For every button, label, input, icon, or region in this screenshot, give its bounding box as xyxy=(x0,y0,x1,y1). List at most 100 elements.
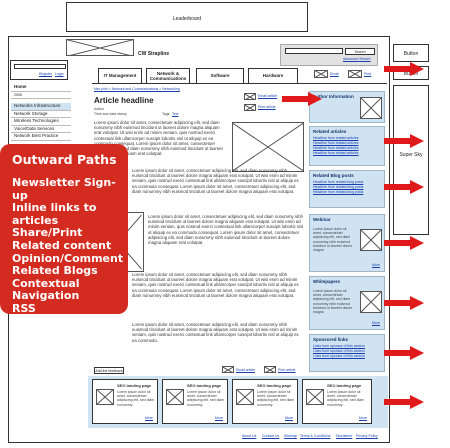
webinar-text: Lorem ipsum dolor sit amet, consectetuer… xyxy=(313,227,353,253)
seo-image xyxy=(166,389,184,405)
nav-date: 2005 xyxy=(11,92,71,99)
article-headline: Article headline xyxy=(94,96,154,105)
seo-image xyxy=(96,389,114,405)
related-blogs-title: Related Blog posts xyxy=(313,173,354,178)
arrow-right-icon xyxy=(384,134,424,148)
seo-text: Lorem ipsum dolor sit amet, consectetuer… xyxy=(257,390,295,407)
arrow-right-icon xyxy=(282,92,322,106)
nav-item-best-practice[interactable]: Network Best Practice xyxy=(11,133,71,141)
add-feedback-button[interactable]: Add the feedback xyxy=(94,367,124,374)
tags-link[interactable]: Text xyxy=(172,112,179,116)
blog-link[interactable]: Headline from related blog posts xyxy=(313,190,364,194)
email-article-link[interactable]: Email article xyxy=(258,94,278,98)
search-area: Search Advanced Search xyxy=(280,44,378,66)
callout-item: Share/Print xyxy=(12,226,83,240)
sponsored-link[interactable]: Links from sponsor of this section xyxy=(313,349,365,353)
tab-label: Hardware xyxy=(262,73,284,78)
login-input[interactable] xyxy=(14,64,66,69)
arrow-right-icon xyxy=(384,236,424,250)
tab-network[interactable]: Network & Communications xyxy=(146,68,190,83)
article-paragraph-5: Lorem ipsum dolor sit amet, consectetuer… xyxy=(132,322,299,343)
webinar-image xyxy=(360,229,382,251)
logo-placeholder xyxy=(66,39,134,56)
bottom-email-icon[interactable] xyxy=(222,366,234,373)
left-nav: Home 2005 Networks Infrastructure Networ… xyxy=(11,84,71,141)
webinar-title: Webinar xyxy=(313,217,331,222)
tab-hardware[interactable]: Hardware xyxy=(248,68,298,83)
seo-landing-3: SEO landing page Lorem ipsum dolor sit a… xyxy=(232,379,298,424)
arrow-right-icon xyxy=(384,62,424,76)
callout-item: Contextual Navigation xyxy=(12,276,80,303)
sponsored-link[interactable]: Links from sponsor of this section xyxy=(313,344,365,348)
nav-item-wireless[interactable]: Wireless Technologies xyxy=(11,118,71,126)
footer-about[interactable]: About Us xyxy=(242,434,257,438)
footer-contact[interactable]: Contact Us xyxy=(262,434,280,438)
tab-label: Software xyxy=(210,73,230,78)
seo-more-link[interactable]: More xyxy=(285,416,293,420)
strapline: CW Strapline xyxy=(138,51,170,57)
webinar-panel: Webinar Lorem ipsum dolor sit amet, cons… xyxy=(309,214,385,272)
side-button-1-label: Button xyxy=(403,51,419,57)
email-article-icon[interactable] xyxy=(244,93,256,100)
bottom-email-link[interactable]: Email article xyxy=(236,368,256,372)
print-article-link[interactable]: Print article xyxy=(258,105,276,109)
breadcrumb[interactable]: Nav pilot > Network and Communications >… xyxy=(94,87,180,91)
seo-more-link[interactable]: More xyxy=(359,416,367,420)
nav-item-infrastructure[interactable]: Networks Infrastructure xyxy=(11,103,71,111)
whitepapers-more-link[interactable]: More xyxy=(372,321,380,325)
related-article-link[interactable]: Headline from related articles xyxy=(313,151,359,155)
tab-bar-line xyxy=(92,83,387,84)
author-photo xyxy=(360,97,382,119)
arrow-right-icon xyxy=(384,180,424,194)
article-paragraph-1: Lorem ipsum dolor sit amet, consectetuer… xyxy=(94,120,223,157)
login-link[interactable]: Login xyxy=(55,72,64,76)
nav-item-storage[interactable]: Network Storage xyxy=(11,111,71,118)
seo-title: SEO landing page xyxy=(327,383,362,388)
tab-it-management[interactable]: IT Management xyxy=(98,68,142,83)
footer-privacy[interactable]: Privacy Policy xyxy=(356,434,378,438)
footer-disclaimer[interactable]: Disclaimer xyxy=(336,434,353,438)
related-article-link[interactable]: Headline from related articles xyxy=(313,141,359,145)
tab-print-icon[interactable] xyxy=(348,70,362,78)
sponsored-link[interactable]: Links from sponsor of this section xyxy=(313,354,365,358)
tab-email-icon[interactable] xyxy=(314,70,328,78)
tab-print-link[interactable]: Print xyxy=(364,72,372,76)
arrow-right-icon xyxy=(384,296,424,310)
super-sky-ad: Super Sky xyxy=(393,85,429,235)
print-article-icon[interactable] xyxy=(244,104,256,111)
seo-title: SEO landing page xyxy=(117,383,152,388)
blog-link[interactable]: Headline from related blog posts xyxy=(313,180,364,184)
related-article-link[interactable]: Headline from related articles xyxy=(313,146,359,150)
bottom-print-icon[interactable] xyxy=(264,366,276,373)
sponsored-links-panel: Sponsored links Links from sponsor of th… xyxy=(309,334,385,372)
callout-item: Related Blogs xyxy=(12,264,98,278)
leaderboard-ad: Leaderboard xyxy=(66,2,308,32)
footer-terms[interactable]: Terms & Conditions xyxy=(300,434,331,438)
seo-title: SEO landing page xyxy=(187,383,222,388)
outward-paths-callout: Outward Paths Newsletter Sign-up Inline … xyxy=(0,144,128,327)
seo-more-link[interactable]: More xyxy=(145,416,153,420)
webinar-more-link[interactable]: More xyxy=(372,263,380,267)
bottom-print-link[interactable]: Print article xyxy=(278,368,296,372)
arrow-right-icon xyxy=(384,395,424,409)
search-input[interactable] xyxy=(285,48,343,54)
search-button[interactable]: Search xyxy=(345,48,375,55)
register-link[interactable]: Register xyxy=(39,72,53,76)
advanced-search-link[interactable]: Advanced Search xyxy=(343,57,371,61)
seo-more-link[interactable]: More xyxy=(215,416,223,420)
callout-item: Inline links to articles xyxy=(12,201,97,227)
footer-sitemap[interactable]: Sitemap xyxy=(284,434,297,438)
related-article-link[interactable]: Headline from related articles xyxy=(313,136,359,140)
side-button-1[interactable]: Button xyxy=(393,44,429,62)
article-paragraph-3: Lorem ipsum dolor sit amet, consectetuer… xyxy=(148,214,304,246)
callout-item: Related content xyxy=(12,238,112,252)
tags-label: Tags: xyxy=(162,112,171,116)
tab-software[interactable]: Software xyxy=(196,68,244,83)
blog-link[interactable]: Headline from related blog posts xyxy=(313,185,364,189)
nav-home[interactable]: Home xyxy=(11,84,71,92)
nav-item-voice-data[interactable]: Voice/Data Services xyxy=(11,126,71,133)
tab-email-link[interactable]: Email xyxy=(330,72,339,76)
sponsored-title: Sponsored links xyxy=(313,337,349,342)
author-info-panel: Author Information xyxy=(309,91,385,123)
